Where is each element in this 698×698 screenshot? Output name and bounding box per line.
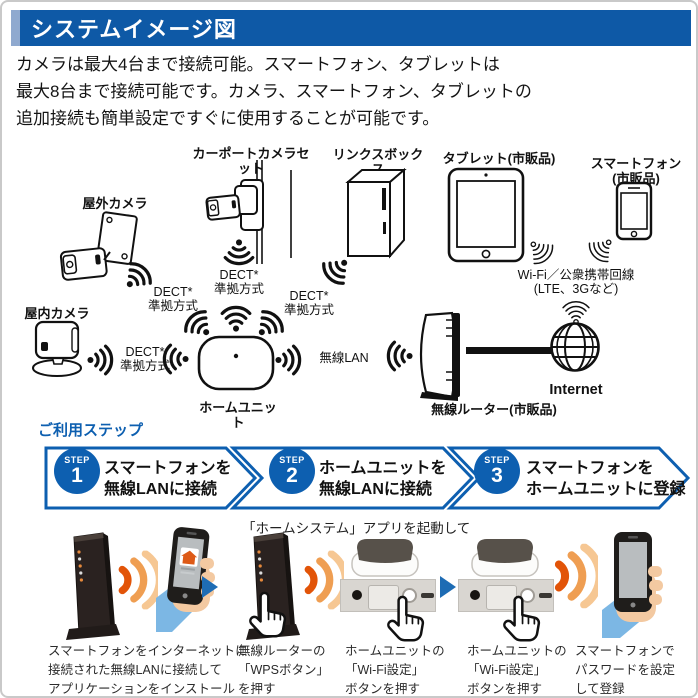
title-bar xyxy=(11,10,691,46)
wifi-icon-homeunit-left xyxy=(158,343,190,375)
homeunit-photo-4 xyxy=(466,536,544,580)
homeunit-panel-closeup-4 xyxy=(458,579,554,612)
router-label: 無線ルーター(市販品) xyxy=(431,402,557,417)
tablet-label: タブレット(市販品) xyxy=(442,151,556,166)
arrow-icon-1 xyxy=(202,576,218,598)
dect-label-carport: DECT*準拠方式 xyxy=(213,268,264,296)
tablet-icon xyxy=(447,167,525,263)
homeunit-icon xyxy=(197,335,275,391)
cable-line xyxy=(466,347,558,354)
phone-in-hand-5 xyxy=(602,532,663,638)
step-2-badge: STEP 2 xyxy=(269,448,315,494)
caption-panel-4: ホームユニットの 「Wi-Fi設定」 ボタンを押す xyxy=(467,644,567,696)
caption-panel-5: スマートフォンで パスワードを設定 して登録 xyxy=(575,644,676,696)
page-title: システムイメージ図 xyxy=(31,17,237,42)
intro-line-2: 最大8台まで接続可能です。カメラ、スマートフォン、タブレットの xyxy=(16,82,532,101)
panel-slot xyxy=(421,593,434,598)
caption-panel-3: ホームユニットの 「Wi-Fi設定」 ボタンを押す xyxy=(345,644,445,696)
arrow-icon-2 xyxy=(440,576,456,598)
wifi-icon-indoor xyxy=(86,344,118,376)
intro-line-1: カメラは最大4台まで接続可能。スマートフォン、タブレットは xyxy=(16,55,500,74)
dect-label-linksbox: DECT*準拠方式 xyxy=(283,289,334,317)
homeunit-panel-closeup-3 xyxy=(340,579,436,612)
step-2-text: ホームユニットを 無線LANに接続 xyxy=(319,460,447,498)
steps-heading: ご利用ステップ xyxy=(38,422,144,439)
phone-in-hand-1 xyxy=(156,527,215,632)
step-1-text: スマートフォンを 無線LANに接続 xyxy=(104,460,232,498)
internet-globe-icon xyxy=(550,322,600,372)
orange-waves-1 xyxy=(116,550,158,610)
panel-recess xyxy=(368,585,399,610)
linksbox-icon xyxy=(345,167,407,259)
wifi-icon-internet xyxy=(561,296,591,326)
router-icon xyxy=(419,311,460,401)
wifi-icon-carport xyxy=(223,238,255,270)
homeunit-label: ホームユニット xyxy=(199,400,277,430)
smartphone-icon xyxy=(615,181,653,241)
wifi-icon-router-left xyxy=(382,340,414,372)
hand-cursor-icon-3 xyxy=(384,594,430,644)
dect-label-indoor: DECT*準拠方式 xyxy=(119,345,170,373)
homeunit-photo-3 xyxy=(346,536,424,580)
wifi-icon-tablet xyxy=(520,231,562,273)
outdoor-camera-label: 屋外カメラ xyxy=(82,196,148,211)
dect-label-outdoor: DECT*準拠方式 xyxy=(147,285,198,313)
internet-label: Internet xyxy=(549,382,603,398)
orange-waves-2 xyxy=(302,550,344,610)
router-photo-1 xyxy=(58,530,122,642)
wireless-lan-label: 無線LAN xyxy=(319,351,369,365)
orange-waves-5 xyxy=(552,542,598,610)
wifi-setting-button[interactable] xyxy=(520,588,535,603)
intro-line-3: 追加接続も簡単設定ですぐに使用することが可能です。 xyxy=(16,109,440,128)
wifi-icon-homeunit-right xyxy=(274,344,306,376)
flow-header: 「ホームシステム」アプリを起動して xyxy=(242,521,471,536)
title-accent-stripe xyxy=(11,10,20,46)
panel-camera-dot xyxy=(352,590,362,600)
panel-slot xyxy=(539,593,552,598)
indoor-camera-icon xyxy=(32,320,82,377)
caption-panel-2: 無線ルーターの 「WPSボタン」 を押す xyxy=(238,644,329,696)
step-3-text: スマートフォンを ホームユニットに登録 xyxy=(526,460,686,498)
outdoor-camera-icon xyxy=(59,211,138,281)
step-1-badge: STEP 1 xyxy=(54,448,100,494)
public-network-label: Wi-Fi／公衆携帯回線 (LTE、3Gなど) xyxy=(517,268,635,296)
hand-cursor-icon-4 xyxy=(500,594,546,644)
step-3-badge: STEP 3 xyxy=(474,448,520,494)
wifi-icon-homeunit-top xyxy=(220,301,252,333)
carport-camera-icon xyxy=(205,160,292,264)
panel-camera-dot xyxy=(470,590,480,600)
caption-panel-1: スマートフォンをインターネットに 接続された無線LANに接続して アプリケーショ… xyxy=(48,644,248,696)
hand-cursor-icon-wps xyxy=(246,590,292,640)
indoor-camera-label: 屋内カメラ xyxy=(24,306,90,321)
